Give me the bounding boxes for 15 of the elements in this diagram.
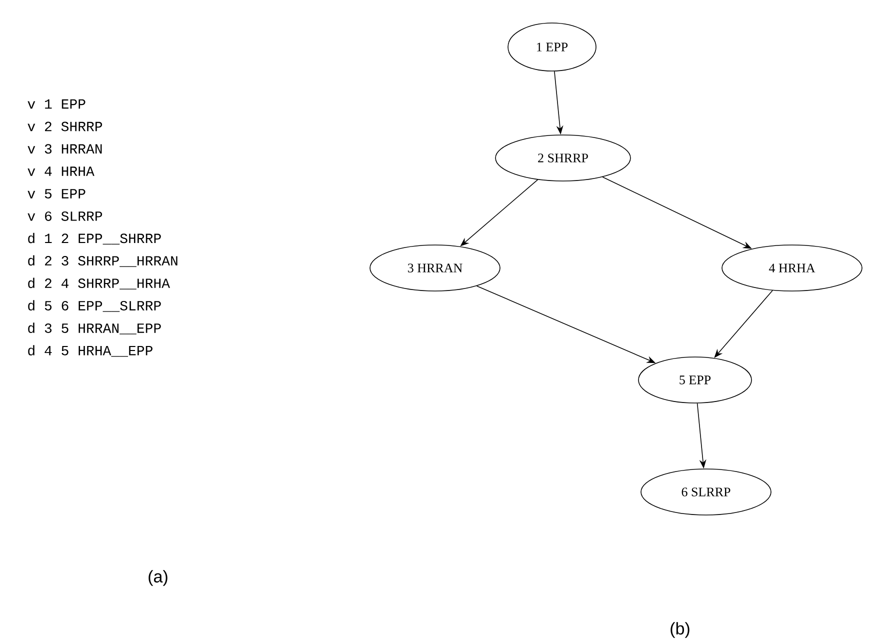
code-line: d 3 5 HRRAN__EPP: [28, 322, 161, 334]
code-line: d 4 5 HRHA__EPP: [28, 345, 152, 357]
code-line: v 6 SLRRP: [28, 211, 102, 221]
code-line: d 1 2 EPP__SHRRP: [28, 232, 161, 245]
arrow: [714, 290, 773, 358]
panel-label: (a): [148, 570, 168, 586]
code-line: d 5 6 EPP__SLRRP: [28, 300, 161, 312]
code-line: v 4 HRHA: [28, 166, 94, 176]
code-line: v 1 EPP: [28, 99, 86, 109]
code-line: d 2 3 SHRRP__HRRAN: [28, 255, 178, 267]
panel-label: (b): [670, 622, 690, 638]
code-line: v 2 SHRRP: [28, 122, 102, 132]
code-line: v 3 HRRAN: [28, 144, 102, 154]
code-line: v 5 EPP: [28, 189, 86, 198]
code-line: d 2 4 SHRRP__HRHA: [28, 278, 170, 290]
